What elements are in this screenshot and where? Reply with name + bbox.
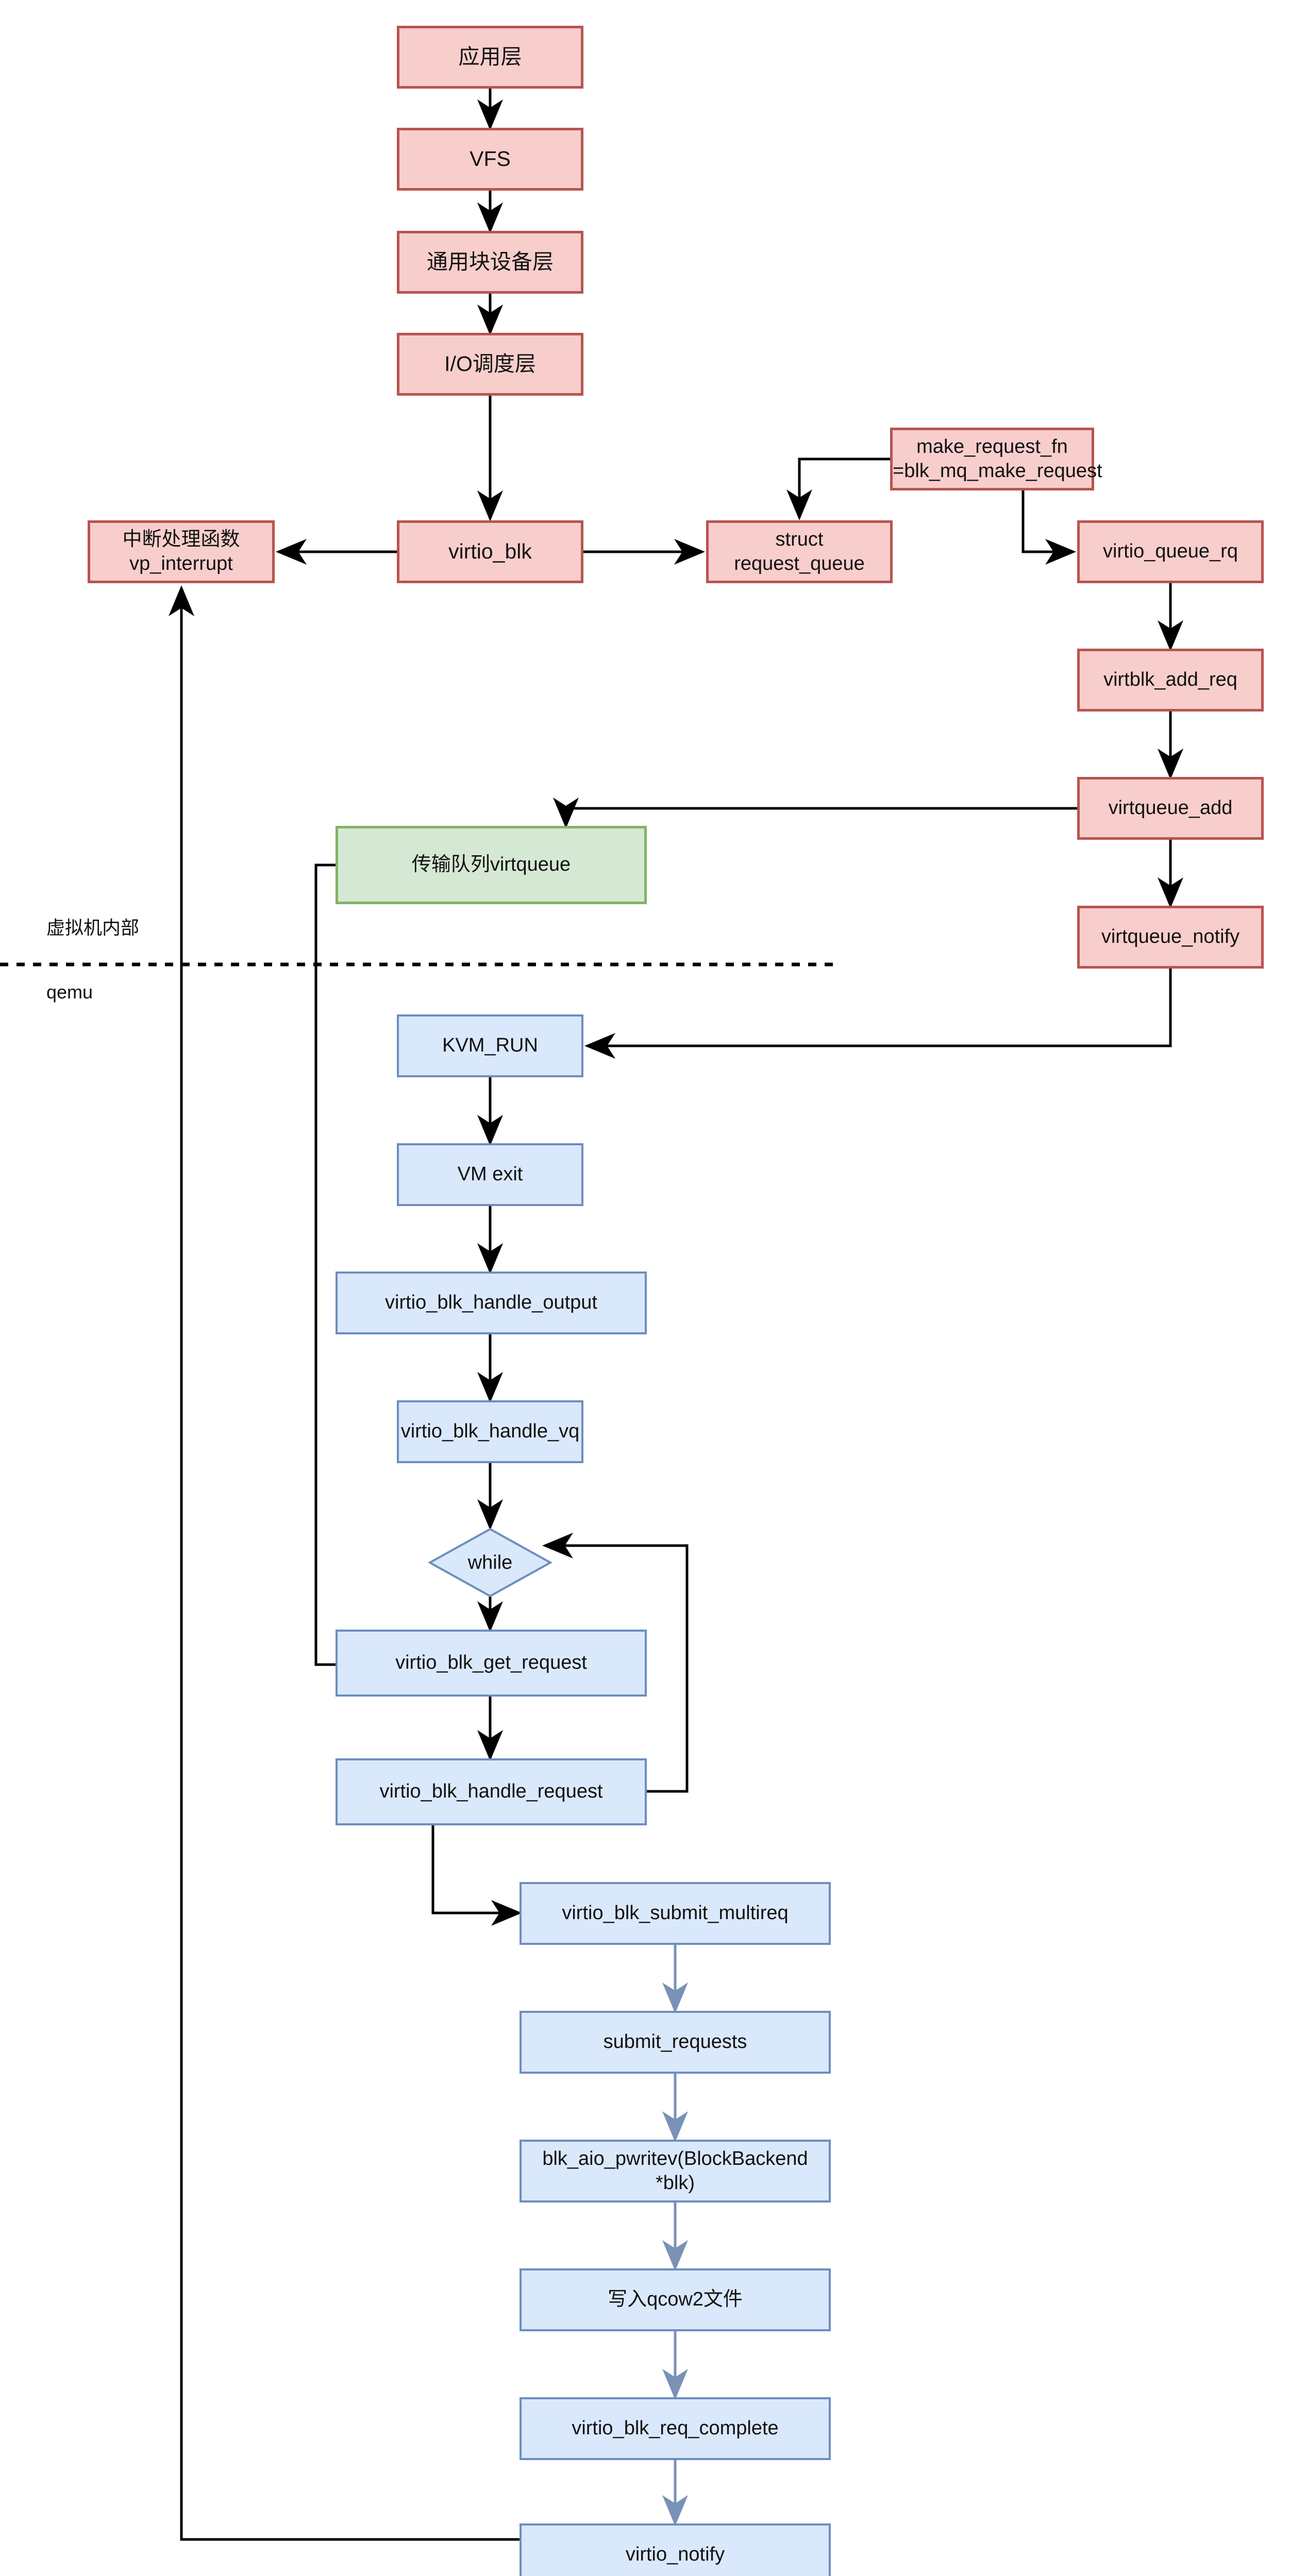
node-label: virtblk_add_req	[1103, 669, 1237, 691]
edge-makerequestfn-requestqueue	[786, 457, 890, 520]
node-virtio-blk-req-complete[interactable]: virtio_blk_req_complete	[520, 2397, 831, 2460]
node-label: VM exit	[457, 1163, 523, 1185]
edge-handlerequest-submitmultireq	[431, 1825, 522, 1926]
edge-virtqueueadd-virtqueue	[553, 798, 1077, 828]
node-virtqueue-notify[interactable]: virtqueue_notify	[1077, 906, 1264, 969]
node-submit-requests[interactable]: submit_requests	[520, 2011, 831, 2074]
node-virtio-blk[interactable]: virtio_blk	[397, 520, 583, 583]
node-label: virtio_blk	[448, 539, 532, 564]
node-write-qcow2-file[interactable]: 写入qcow2文件	[520, 2268, 831, 2331]
node-virtio-notify[interactable]: virtio_notify	[520, 2523, 831, 2576]
node-label: struct request_queue	[734, 528, 865, 575]
node-vfs[interactable]: VFS	[397, 128, 583, 191]
node-label: make_request_fn =blk_mq_make_request	[893, 435, 1102, 482]
node-make-request-fn[interactable]: make_request_fn =blk_mq_make_request	[890, 428, 1102, 490]
node-label: virtio_blk_handle_request	[379, 1781, 603, 1803]
node-virtio-queue-rq[interactable]: virtio_queue_rq	[1077, 520, 1264, 583]
edge-virtionotify-vpinterrupt	[169, 585, 520, 2541]
node-virtio-blk-handle-output[interactable]: virtio_blk_handle_output	[336, 1272, 647, 1334]
edge-handlerequest-while	[542, 1533, 689, 1793]
node-label: while	[467, 1551, 513, 1573]
node-label: virtqueue_add	[1108, 797, 1233, 819]
node-app-layer[interactable]: 应用层	[397, 26, 583, 89]
node-label: virtio_notify	[625, 2544, 725, 2566]
node-virtio-blk-get-request[interactable]: virtio_blk_get_request	[336, 1630, 647, 1697]
node-label: 写入qcow2文件	[608, 2289, 743, 2311]
node-generic-block-layer[interactable]: 通用块设备层	[397, 231, 583, 294]
edge-getrequest-virtqueue	[314, 852, 369, 1666]
node-while[interactable]: while	[427, 1528, 553, 1598]
node-label: virtio_blk_get_request	[395, 1652, 587, 1674]
node-label: virtio_blk_handle_vq	[400, 1420, 580, 1443]
node-label: virtio_blk_handle_output	[385, 1292, 597, 1314]
edge-makerequestfn-virtioqueuerq	[1021, 490, 1076, 565]
node-vm-exit[interactable]: VM exit	[397, 1143, 583, 1206]
qemu-region-label: qemu	[46, 981, 93, 1003]
edge-virtqueuenotify-kvmrun	[584, 969, 1172, 1059]
node-label: 传输队列virtqueue	[411, 854, 571, 876]
node-label: virtio_blk_submit_multireq	[562, 1902, 789, 1924]
node-label: virtio_queue_rq	[1103, 540, 1238, 563]
node-label: blk_aio_pwritev(BlockBackend *blk)	[542, 2147, 808, 2194]
node-virtqueue-add[interactable]: virtqueue_add	[1077, 777, 1264, 840]
node-label: virtqueue_notify	[1101, 926, 1240, 948]
node-blk-aio-pwritev[interactable]: blk_aio_pwritev(BlockBackend *blk)	[520, 2140, 831, 2202]
node-virtio-blk-handle-request[interactable]: virtio_blk_handle_request	[336, 1758, 647, 1825]
node-vp-interrupt[interactable]: 中断处理函数 vp_interrupt	[88, 520, 275, 583]
node-label: submit_requests	[603, 2031, 747, 2053]
node-struct-request-queue[interactable]: struct request_queue	[706, 520, 893, 583]
node-virtio-blk-handle-vq[interactable]: virtio_blk_handle_vq	[397, 1400, 583, 1463]
node-io-scheduler-layer[interactable]: I/O调度层	[397, 333, 583, 396]
node-transport-virtqueue[interactable]: 传输队列virtqueue	[336, 826, 647, 904]
guest-region-label: 虚拟机内部	[46, 917, 140, 938]
node-label: I/O调度层	[444, 352, 536, 376]
node-label: 通用块设备层	[427, 250, 554, 274]
node-label: VFS	[470, 147, 511, 171]
node-label: 应用层	[458, 45, 522, 69]
diamond-shape	[427, 1528, 553, 1598]
node-label: virtio_blk_req_complete	[572, 2417, 779, 2439]
node-virtblk-add-req[interactable]: virtblk_add_req	[1077, 649, 1264, 711]
node-label: 中断处理函数 vp_interrupt	[122, 528, 240, 575]
node-kvm-run[interactable]: KVM_RUN	[397, 1014, 583, 1077]
node-virtio-blk-submit-multireq[interactable]: virtio_blk_submit_multireq	[520, 1882, 831, 1945]
node-label: KVM_RUN	[442, 1035, 538, 1057]
